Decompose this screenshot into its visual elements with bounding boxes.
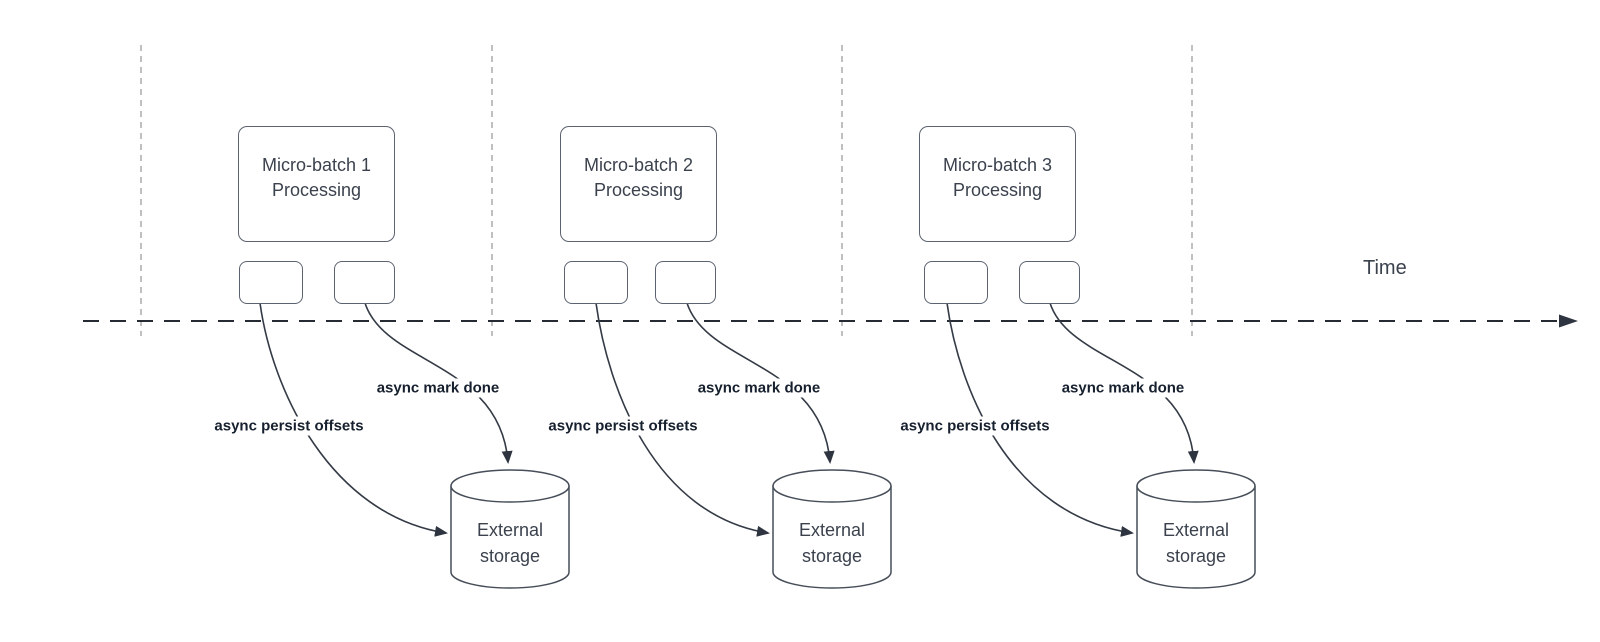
micro-batch-3-processing-box: Micro-batch 3 Processing [919,126,1076,242]
persist-offsets-label-3: async persist offsets [896,416,1054,436]
storage-cylinder-1 [450,469,570,589]
mark-done-task-box-1 [334,261,395,304]
flow-curve-persist-offsets-2 [595,302,770,537]
persist-offsets-label-2: async persist offsets [544,416,702,436]
mark-done-label-1: async mark done [372,378,504,398]
flow-curve-persist-offsets-3 [946,302,1134,537]
external-storage-label-2: External storage [798,520,866,566]
time-axis-label: Time [1363,257,1407,279]
mark-done-task-box-3 [1019,261,1080,304]
flow-curve-mark-done-3 [1049,302,1199,464]
micro-batch-1-processing-box: Micro-batch 1 Processing [238,126,395,242]
flow-curve-mark-done-1 [364,302,513,464]
mark-done-label-3: async mark done [1057,378,1189,398]
micro-batch-3-title: Micro-batch 3 Processing [942,155,1053,200]
persist-offsets-task-box-2 [564,261,628,304]
external-storage-label-3: External storage [1162,520,1230,566]
micro-batch-1-title: Micro-batch 1 Processing [261,155,372,200]
mark-done-task-box-2 [655,261,716,304]
micro-batch-2-processing-box: Micro-batch 2 Processing [560,126,717,242]
external-storage-label-1: External storage [476,520,544,566]
micro-batch-2-title: Micro-batch 2 Processing [583,155,694,200]
persist-offsets-task-box-3 [924,261,988,304]
mark-done-label-2: async mark done [693,378,825,398]
persist-offsets-label-1: async persist offsets [210,416,368,436]
storage-cylinder-3 [1136,469,1256,589]
flow-curve-persist-offsets-1 [259,302,448,537]
time-axis-arrowhead [1559,314,1578,328]
persist-offsets-task-box-1 [239,261,303,304]
storage-cylinder-2 [772,469,892,589]
flow-curve-mark-done-2 [686,302,835,464]
